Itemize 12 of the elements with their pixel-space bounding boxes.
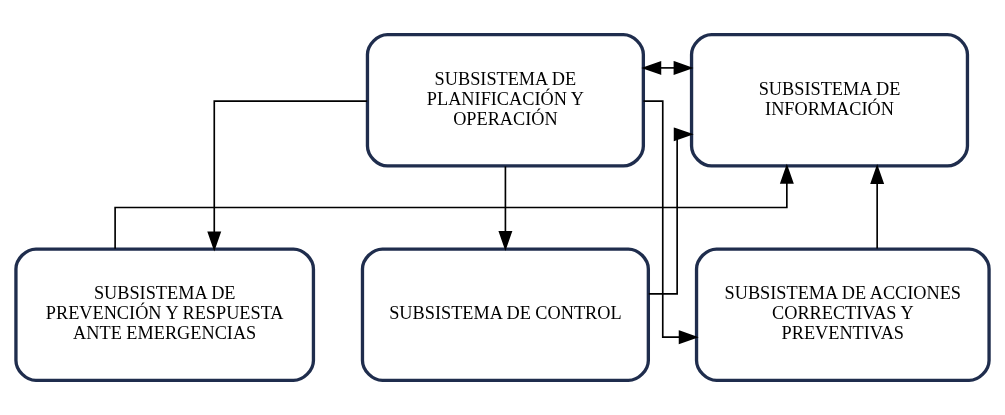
node-box: SUBSISTEMA DE ACCIONES CORRECTIVAS Y PREVENTIVAS xyxy=(694,247,991,382)
arrow xyxy=(870,164,885,250)
arrow xyxy=(114,163,794,250)
node-box: SUBSISTEMA DE PREVENCIÓN Y RESPUESTA ANTE EMERGENCIAS xyxy=(14,247,316,382)
arrow xyxy=(207,100,368,252)
node-box: SUBSISTEMA DE INFORMACIÓN xyxy=(689,33,970,168)
arrow xyxy=(498,165,513,251)
arrow xyxy=(642,100,699,345)
node-box: SUBSISTEMA DE CONTROL xyxy=(360,247,650,382)
arrow xyxy=(647,127,694,295)
node-box: SUBSISTEMA DE PLANIFICACIÓN Y OPERACIÓN xyxy=(365,33,645,168)
arrow xyxy=(641,60,694,75)
